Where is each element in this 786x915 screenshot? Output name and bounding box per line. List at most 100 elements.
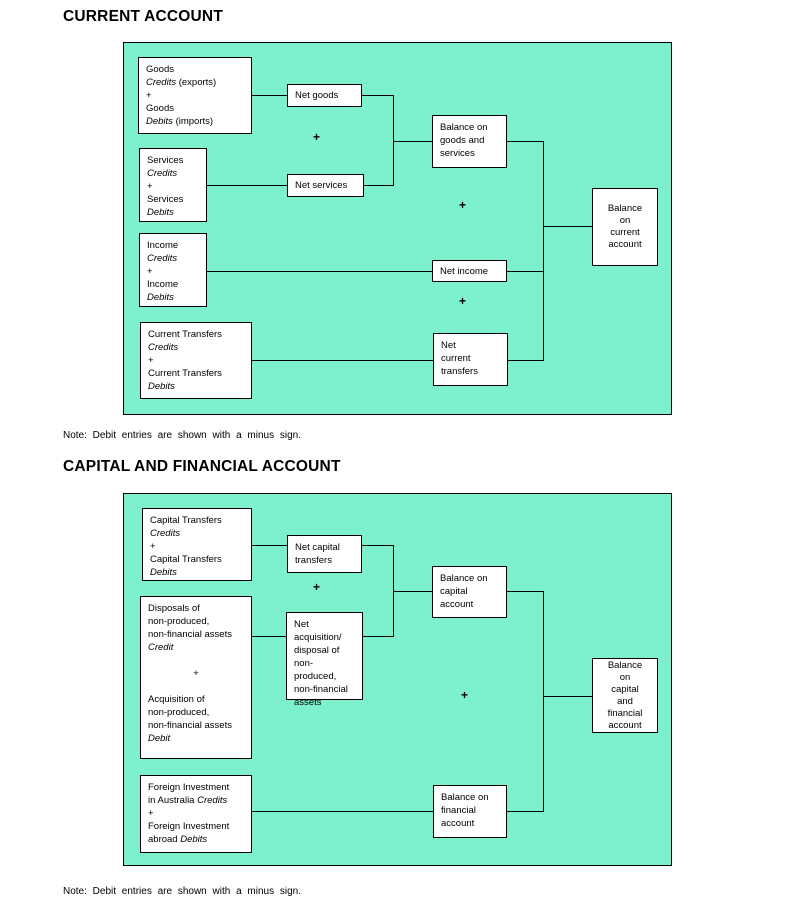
connector-line [362,545,393,546]
box-text-line: financial [607,707,643,719]
box-text-line: + [150,541,156,552]
note-capital-financial-account: Note: Debit entries are shown with a min… [63,886,301,897]
section-title-current-account: CURRENT ACCOUNT [63,8,223,25]
box-text-line: non-produced, [294,658,337,682]
plus-sign: + [313,580,321,594]
box-text-line: in Australia Credits [148,795,228,806]
box-text-line: Goods [146,64,174,75]
box-text-line: Net [441,340,456,351]
connector-line [507,591,543,592]
box-text-line: Credits [147,253,178,264]
box-text-line: account [440,599,474,610]
box-text-line: and [617,695,633,707]
connector-line [252,545,287,546]
box-text-line: Balance on [441,792,489,803]
box-text-line: Debits (imports) [146,116,214,127]
box-text-line: Disposals of [148,603,200,614]
box-text-line [148,654,244,667]
box-text-line: Balance [607,659,643,671]
connector-line [364,185,393,186]
box-text-line: + [193,668,199,679]
connector-line [252,95,287,96]
box-text-line: Current Transfers [148,329,222,340]
box-text-line: capital [611,683,639,695]
box-text-line: Services [147,194,184,205]
box-text-line: non-produced, [148,616,210,627]
box-net-goods: Net goods [287,84,362,107]
box-text-line: Debits [147,207,174,218]
box-text-line: Debits [147,292,174,303]
box-text-line: goods and [440,135,485,146]
box-text-line: non-produced, [148,707,210,718]
box-text-line: abroad Debits [148,834,208,845]
box-text-line: Services [147,155,184,166]
box-text-line: on [619,215,631,226]
connector-line [507,141,543,142]
connector-line [393,141,432,142]
connector-line [252,811,433,812]
box-text-line: transfers [295,555,332,566]
box-text-line: Income [147,279,179,290]
connector-line [252,360,433,361]
box-text-line: Net [294,619,309,630]
box-text-line: Net goods [295,90,339,101]
box-text-line: Foreign Investment [148,821,230,832]
note-current-account: Note: Debit entries are shown with a min… [63,430,301,441]
connector-line [207,185,287,186]
box-disposals-acquisitions: Disposals of non-produced, non-financial a… [140,596,252,759]
box-text-line: Debit [148,733,171,744]
plus-sign: + [461,688,469,702]
connector-line [507,271,543,272]
box-text-line [148,680,244,693]
connector-line [543,696,592,697]
box-text-line: Credits [147,168,178,179]
box-text-line: Credits [148,342,179,353]
plus-sign: + [459,294,467,308]
box-text-line: acquisition/ [294,632,342,643]
connector-line [543,141,544,361]
box-text-line: Income [147,240,179,251]
box-text-line: current [441,353,471,364]
section-title-capital-financial-account: CAPITAL AND FINANCIAL ACCOUNT [63,458,341,475]
connector-line [543,226,592,227]
box-text-line: Balance on [440,122,488,133]
box-text-line: account [608,719,642,731]
box-text-line: financial [441,805,476,816]
box-text-line: capital [440,586,468,597]
box-text-line: + [148,355,154,366]
box-text-line: Acquisition of [148,694,205,705]
box-net-current-transfers: Net current transfers [433,333,508,386]
box-text-line: + [147,181,153,192]
box-text-line: account [441,818,475,829]
box-text-line: non-financial assets [148,629,232,640]
box-text-line: transfers [441,366,478,377]
box-text-line: disposal of [294,645,340,656]
box-text-line: Current Transfers [148,368,222,379]
box-text-line: Net income [440,265,489,277]
plus-sign: + [313,130,321,144]
box-text-line: Balance [607,203,643,214]
box-text-line: account [608,239,642,250]
connector-line [508,360,543,361]
connector-line [393,95,394,186]
connector-line [393,591,432,592]
box-net-income: Net income [432,260,507,282]
box-text-line: Foreign Investment [148,782,230,793]
plus-sign: + [459,198,467,212]
connector-line [543,591,544,812]
box-text-line: non-financial assets [148,720,232,731]
box-text-line: current [610,227,640,238]
box-text-line: Credits [150,528,181,539]
box-text-line: Goods [146,103,174,114]
